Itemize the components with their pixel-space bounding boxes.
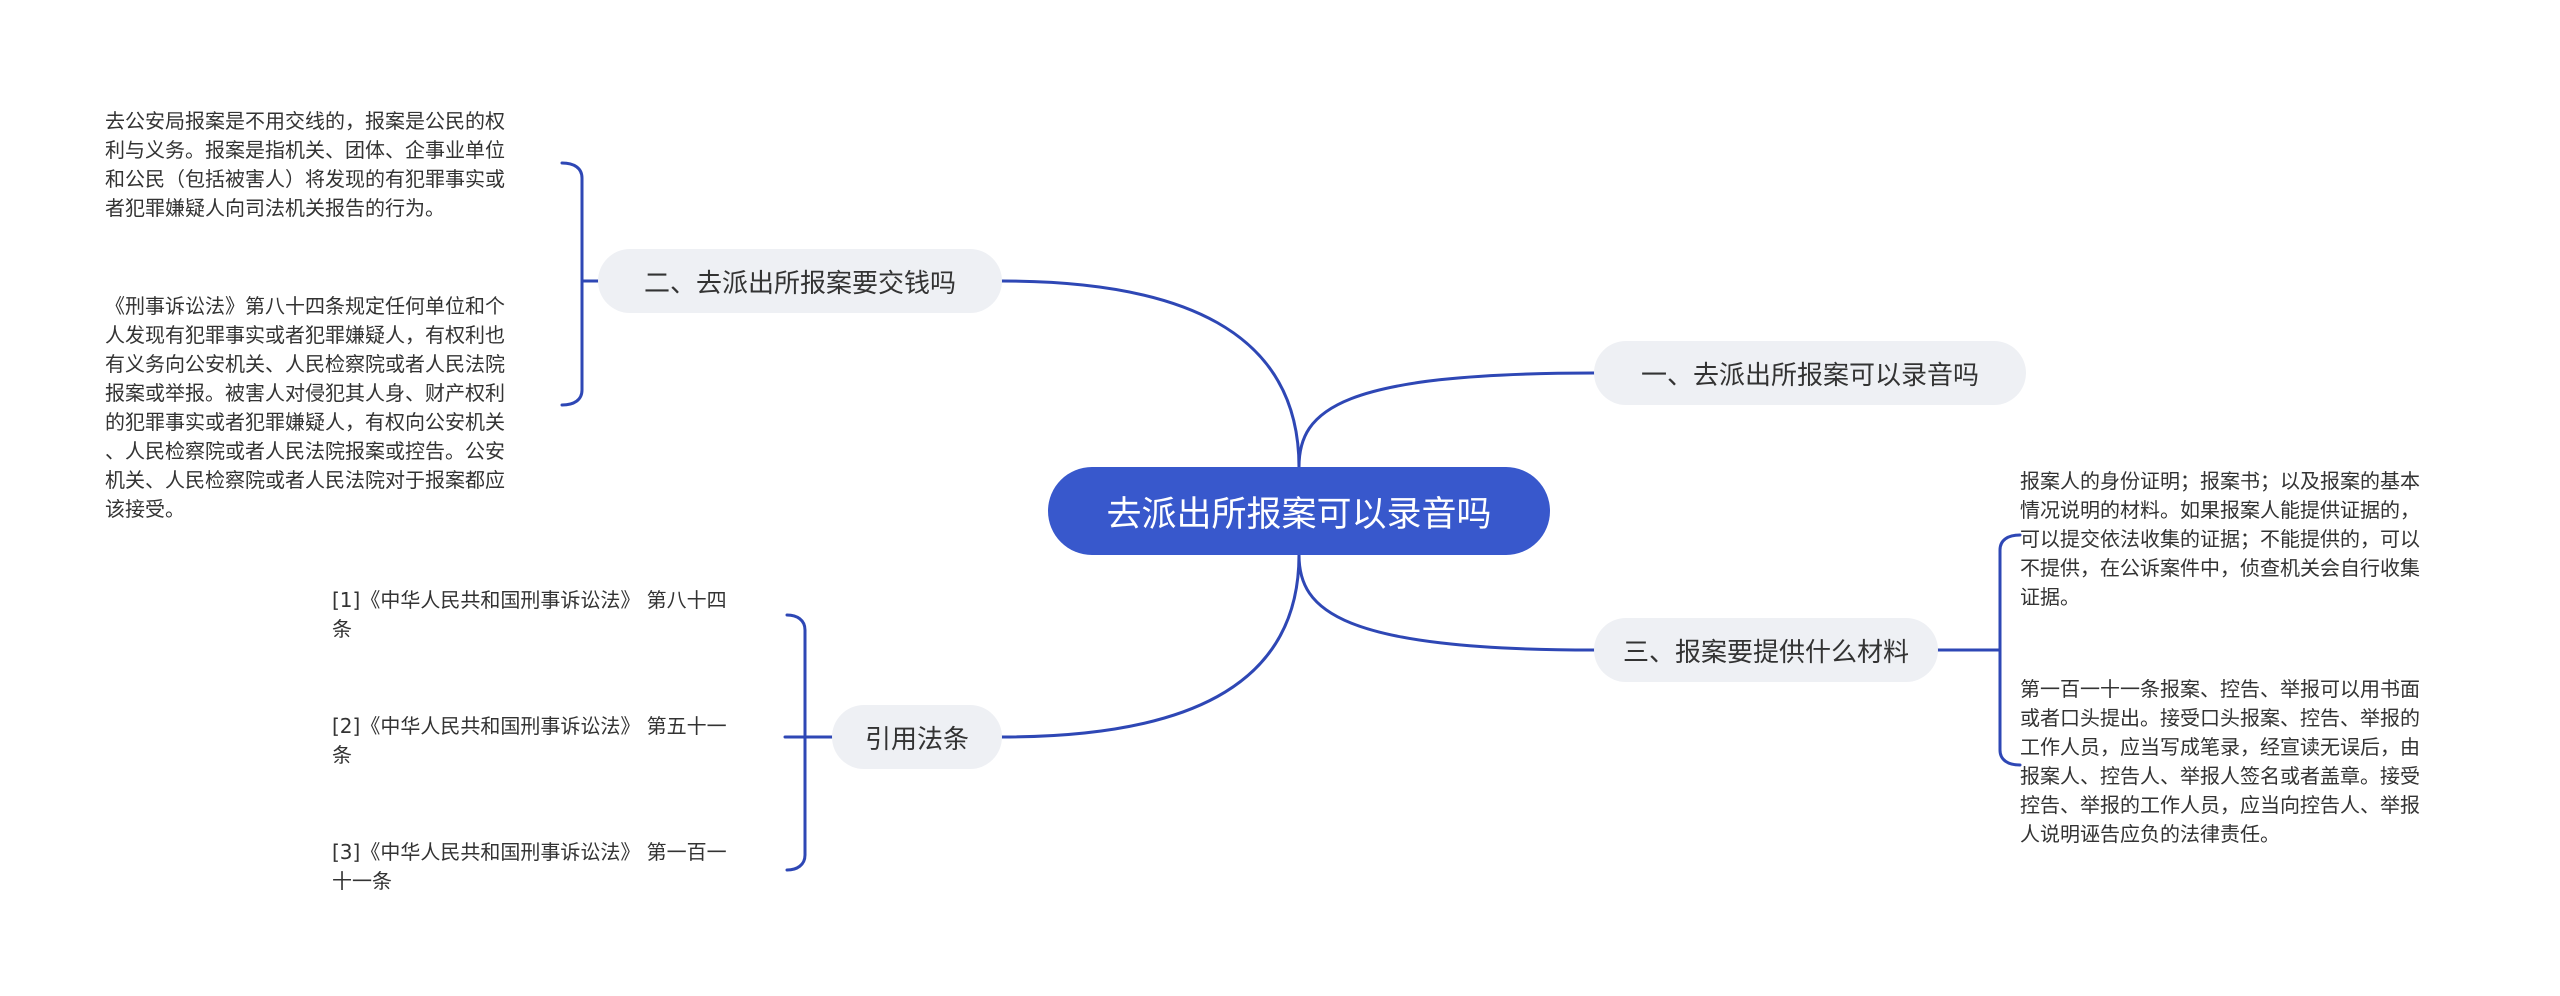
root-topic[interactable]: 去派出所报案可以录音吗 bbox=[1048, 467, 1550, 555]
branch-laws[interactable]: 引用法条 bbox=[832, 705, 1002, 769]
bracket-laws bbox=[783, 613, 834, 872]
edge-root-to-laws bbox=[1000, 553, 1301, 739]
branch-materials[interactable]: 三、报案要提供什么材料 bbox=[1594, 618, 1938, 682]
branch-money[interactable]: 二、去派出所报案要交钱吗 bbox=[598, 249, 1002, 313]
note-law-3[interactable]: [3]《中华人民共和国刑事诉讼法》 第一百一 十一条 bbox=[332, 840, 727, 893]
note-materials-1[interactable]: 报案人的身份证明；报案书；以及报案的基本 情况说明的材料。如果报案人能提供证据的… bbox=[2020, 469, 2420, 609]
note-law-2[interactable]: [2]《中华人民共和国刑事诉讼法》 第五十一 条 bbox=[332, 714, 727, 767]
bracket-materials bbox=[1936, 533, 2022, 767]
bracket-money bbox=[560, 161, 600, 407]
edge-root-to-recording bbox=[1297, 371, 1596, 469]
edge-root-to-materials bbox=[1297, 553, 1596, 652]
note-money-2[interactable]: 《刑事诉讼法》第八十四条规定任何单位和个 人发现有犯罪事实或者犯罪嫌疑人，有权利… bbox=[105, 294, 505, 521]
note-materials-2[interactable]: 第一百一十一条报案、控告、举报可以用书面 或者口头提出。接受口头报案、控告、举报… bbox=[2020, 677, 2420, 846]
note-money-1[interactable]: 去公安局报案是不用交线的，报案是公民的权 利与义务。报案是指机关、团体、企事业单… bbox=[105, 109, 505, 220]
note-law-1[interactable]: [1]《中华人民共和国刑事诉讼法》 第八十四 条 bbox=[332, 588, 727, 641]
edge-root-to-money bbox=[1000, 279, 1301, 469]
branch-recording[interactable]: 一、去派出所报案可以录音吗 bbox=[1594, 341, 2026, 405]
